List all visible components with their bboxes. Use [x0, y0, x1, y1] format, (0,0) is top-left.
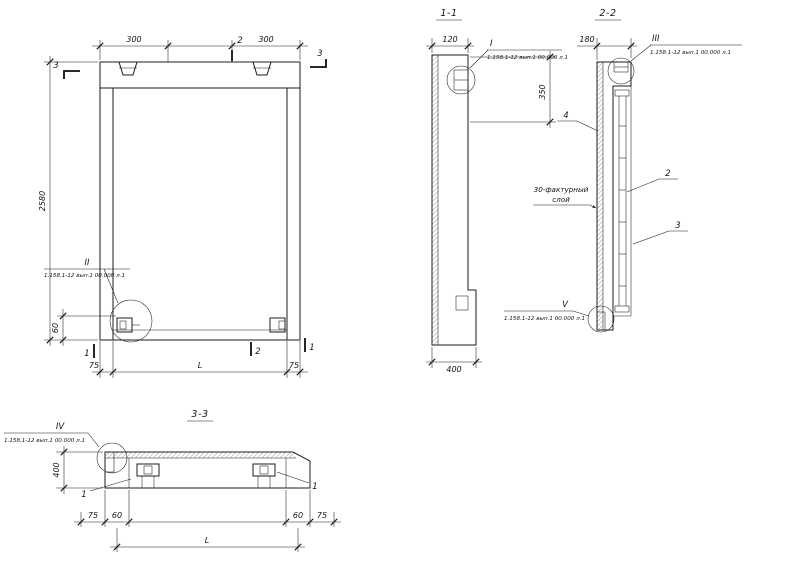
detail-label-V: V: [562, 300, 569, 310]
section-mark-3-left: 3: [53, 61, 58, 71]
section-1-1-view: 1-1 120 350 400: [426, 8, 568, 374]
pos-1-left: 1: [81, 490, 86, 500]
detail-circle-III: [607, 57, 635, 85]
elevation-dimensions: 300 300 2580 60 75 L 75: [38, 35, 308, 378]
plan-embed-right: [252, 463, 276, 488]
dim-L-s33: L: [205, 536, 209, 545]
note-line-2: слой: [552, 195, 570, 204]
panel-outline: [99, 61, 301, 341]
section-mark-2-top: 2: [237, 36, 242, 46]
detail-callout-II: II 1.158.1-12 вып.1 00.000 л.1: [44, 258, 130, 304]
section-1-1-body: [431, 54, 477, 346]
dim-350: 350: [538, 84, 547, 99]
bottom-embed-right: [269, 317, 286, 333]
detail-callout-IV: IV 1.158.1-12 вып.1 00.000 л.1: [4, 422, 100, 448]
detail-callout-III: III 1.158.1-12 вып.1 00.000 л.1: [630, 34, 742, 62]
detail-label-IV: IV: [56, 422, 66, 432]
section-1-1-dimensions: 120 350 400: [426, 35, 556, 374]
position-label-2: 2: [626, 169, 678, 193]
elevation-view: 300 300 2580 60 75 L 75: [38, 35, 327, 378]
dim-60: 60: [51, 323, 60, 333]
section-3-3-view: 3-3 IV 1.158.1-12 вып.: [4, 409, 341, 552]
pos-2: 2: [665, 169, 670, 179]
ref-text-IV: 1.158.1-12 вып.1 00.000 л.1: [4, 438, 85, 444]
dim-60-left-s33: 60: [112, 511, 122, 520]
detail-callout-I: I 1.158.1-12 вып.1 00.000 л.1: [469, 39, 568, 69]
bottom-embed-left: [116, 317, 140, 333]
detail-label-II: II: [84, 258, 90, 268]
section-2-2-dimensions: 180: [577, 35, 637, 60]
section-2-2-view: 2-2: [504, 8, 742, 333]
section-mark-2-bottom: 2: [255, 347, 260, 357]
pos-1-right: 1: [312, 482, 317, 492]
section-mark-1-left: 1: [84, 349, 89, 359]
detail-circle-IV: [96, 442, 128, 474]
dim-75-right: 75: [289, 361, 299, 370]
position-label-1-right: 1: [276, 471, 318, 492]
dim-180: 180: [579, 35, 594, 44]
dim-75-left-s33: 75: [88, 511, 98, 520]
title-2-2: 2-2: [599, 8, 616, 19]
dim-300-left: 300: [126, 35, 141, 44]
dim-60-right-s33: 60: [293, 511, 303, 520]
dim-400-s33: 400: [52, 462, 61, 477]
section-mark-1-right: 1: [309, 343, 314, 353]
dim-75-right-s33: 75: [317, 511, 327, 520]
section-3-3-body: [104, 451, 311, 489]
ref-text-V: 1.158.1-12 вып.1 00.000 л.1: [504, 316, 585, 322]
detail-circle-II: [109, 299, 153, 343]
section-2-2-body: [596, 61, 632, 331]
pos-4: 4: [563, 111, 568, 121]
section-3-3-dimensions: 400 75 60 60 75 L: [52, 446, 341, 552]
section-cut-marks: 3 3 2 1 2 1: [53, 36, 327, 359]
top-embed-right: [252, 61, 272, 76]
top-embed-left: [118, 61, 138, 76]
ref-text-I: 1.158.1-12 вып.1 00.000 л.1: [487, 55, 568, 61]
dim-L: L: [198, 361, 202, 370]
plan-embed-left: [136, 463, 160, 488]
detail-label-I: I: [490, 39, 493, 49]
detail-label-III: III: [652, 34, 660, 44]
dim-120: 120: [442, 35, 457, 44]
dim-300-right: 300: [258, 35, 273, 44]
ref-text-III: 1.158.1-12 вып.1 00.000 л.1: [650, 50, 731, 56]
facture-layer-note: 30-фактурный слой: [533, 185, 597, 209]
dim-2580: 2580: [38, 191, 47, 211]
dim-75-left: 75: [89, 361, 99, 370]
position-label-3: 3: [632, 221, 688, 245]
position-label-1-left: 1: [81, 478, 132, 500]
note-line-1: 30-фактурный: [534, 185, 589, 194]
title-1-1: 1-1: [440, 8, 457, 19]
detail-callout-V: V 1.158.1-12 вып.1 00.000 л.1: [504, 300, 590, 322]
section-mark-3-right: 3: [317, 49, 322, 59]
pos-3: 3: [675, 221, 680, 231]
detail-circle-V: [587, 305, 615, 333]
detail-circle-I: [446, 65, 476, 95]
dim-400-s11: 400: [446, 365, 461, 374]
title-3-3: 3-3: [191, 409, 208, 420]
reinforcement-ladder: [614, 89, 630, 313]
position-label-4: 4: [557, 111, 599, 132]
ref-text-II: 1.158.1-12 вып.1 00.000 л.1: [44, 273, 125, 279]
